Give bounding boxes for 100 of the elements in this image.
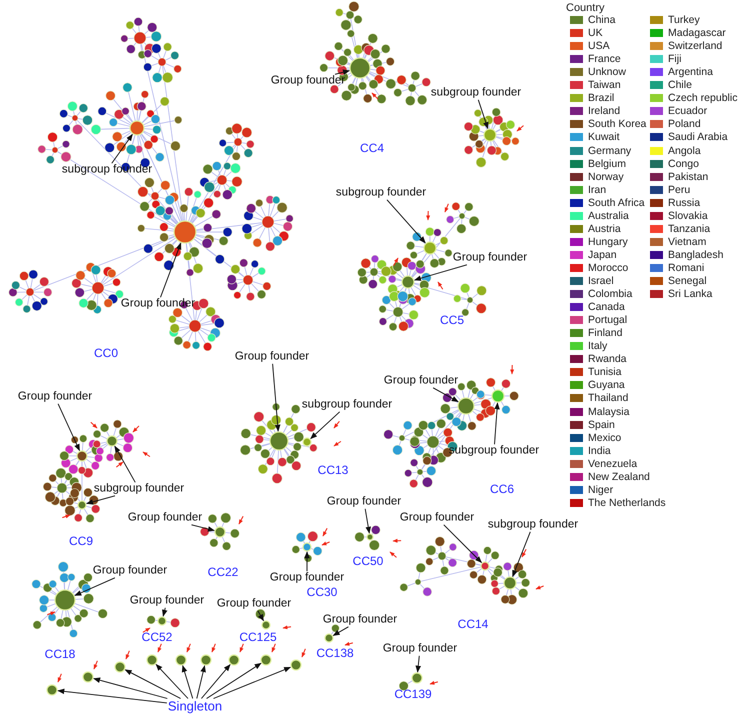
legend-label: Australia	[588, 210, 629, 222]
legend-label: Romani	[668, 262, 704, 274]
founder-label: subgroup founder	[430, 87, 522, 99]
legend-label: Guyana	[588, 380, 625, 391]
leader-arrow	[124, 669, 182, 699]
founder-label: Group founder	[400, 512, 474, 524]
legend-label: Tunisia	[588, 367, 622, 378]
founder-node	[302, 437, 312, 447]
legend-label: Chile	[668, 80, 692, 91]
founder-label: subgroup founder	[302, 399, 392, 411]
founder-label: Group founder	[130, 595, 204, 607]
legend-label: Tanzania	[668, 224, 710, 234]
legend-label: Canada	[588, 302, 625, 313]
cluster-label: CC52	[142, 631, 172, 643]
legend-label: Thailand	[588, 393, 628, 404]
legend-label: UK	[588, 28, 603, 39]
founder-node	[457, 397, 475, 415]
leader-arrow	[182, 665, 194, 699]
cluster-label: CC139	[394, 688, 432, 700]
cluster-label: CC22	[208, 566, 238, 578]
founder-label: Group founder	[92, 565, 168, 577]
cluster-label: CC6	[490, 483, 514, 495]
founder-node	[503, 576, 517, 590]
founder-node	[480, 561, 490, 571]
leader-arrow	[432, 387, 459, 402]
legend-label: Angola	[668, 146, 701, 156]
founder-node	[269, 431, 289, 451]
founder-label: Group founder	[234, 351, 310, 363]
leader-arrow	[414, 264, 468, 281]
cluster-label: CC14	[458, 618, 488, 630]
founder-label: Group founder	[322, 614, 398, 626]
legend-label: Ecuador	[668, 106, 708, 117]
legend-label: Russia	[668, 198, 700, 208]
singleton-node	[175, 654, 187, 666]
leader-arrow	[74, 577, 116, 596]
legend-label: Belgium	[588, 158, 626, 170]
legend-label: New Zealand	[588, 472, 650, 482]
leader-arrow	[332, 626, 349, 636]
cluster-label: CC138	[316, 647, 354, 659]
founder-label: Group founder	[120, 298, 196, 310]
legend-label: Fiji	[668, 54, 682, 65]
legend-label: Iran	[588, 184, 606, 196]
legend-label: Morocco	[588, 262, 628, 274]
founder-node	[106, 435, 118, 447]
legend-label: Portugal	[588, 315, 628, 326]
leader-arrow	[443, 524, 482, 563]
legend-title: Country	[566, 3, 605, 14]
legend-label: Germany	[588, 146, 632, 156]
legend-label: Rwanda	[588, 354, 627, 365]
legend-label: Saudi Arabia	[668, 132, 728, 143]
legend-label: Malaysia	[588, 406, 630, 417]
legend-label: Austria	[588, 224, 621, 234]
legend-label: USA	[588, 41, 610, 52]
leader-arrow	[272, 363, 280, 432]
legend-label: Madagascar	[668, 28, 726, 39]
legend-label: Spain	[588, 420, 615, 430]
founder-node	[483, 128, 497, 142]
founder-node	[129, 120, 145, 136]
legend-label: China	[588, 15, 616, 26]
founder-node	[77, 500, 87, 510]
legend-label: Czech republic	[668, 93, 738, 104]
cluster-label: CC4	[360, 142, 384, 154]
leader-arrow	[364, 508, 372, 534]
leader-arrow	[160, 242, 182, 298]
cluster-label: CC9	[69, 535, 93, 547]
legend-label: Venezuela	[588, 458, 638, 470]
cluster-label: CC50	[352, 555, 384, 567]
legend-label: France	[588, 54, 621, 65]
cluster-label: CC125	[239, 631, 277, 643]
legend-label: Niger	[588, 484, 614, 496]
legend-label: South Korea	[588, 119, 646, 130]
leader-arrow	[478, 99, 488, 130]
legend-label: Slovakia	[668, 210, 708, 222]
legend-label: Brazil	[588, 93, 614, 104]
cluster-label: CC18	[44, 648, 76, 660]
leader-arrow	[162, 607, 168, 617]
legend-label: Vietnam	[668, 236, 706, 248]
founder-node	[366, 533, 374, 541]
singleton-node	[228, 654, 240, 666]
legend-label: Senegal	[668, 276, 707, 286]
founder-node	[401, 275, 415, 289]
founder-label: Group founder	[452, 252, 528, 264]
legend-label: The Netherlands	[588, 498, 666, 508]
founder-node	[173, 220, 197, 244]
legend-label: Sri Lanka	[668, 289, 712, 300]
legend-label: Hungary	[588, 236, 628, 248]
founder-label: Group founder	[384, 375, 458, 387]
founder-node	[349, 57, 371, 79]
legend-label: Unknow	[588, 67, 626, 78]
leader-arrow	[206, 662, 262, 699]
legend-label: Ireland	[588, 106, 620, 117]
leader-arrow	[114, 446, 136, 483]
founder-label: Group founder	[326, 496, 402, 508]
legend-label: Colombia	[588, 289, 632, 300]
legend-label: Poland	[668, 119, 701, 130]
singleton-node	[200, 654, 212, 666]
singleton-node	[114, 661, 126, 673]
leader-arrow	[310, 411, 340, 440]
leader-arrow	[512, 531, 531, 578]
singleton-node	[82, 671, 94, 683]
